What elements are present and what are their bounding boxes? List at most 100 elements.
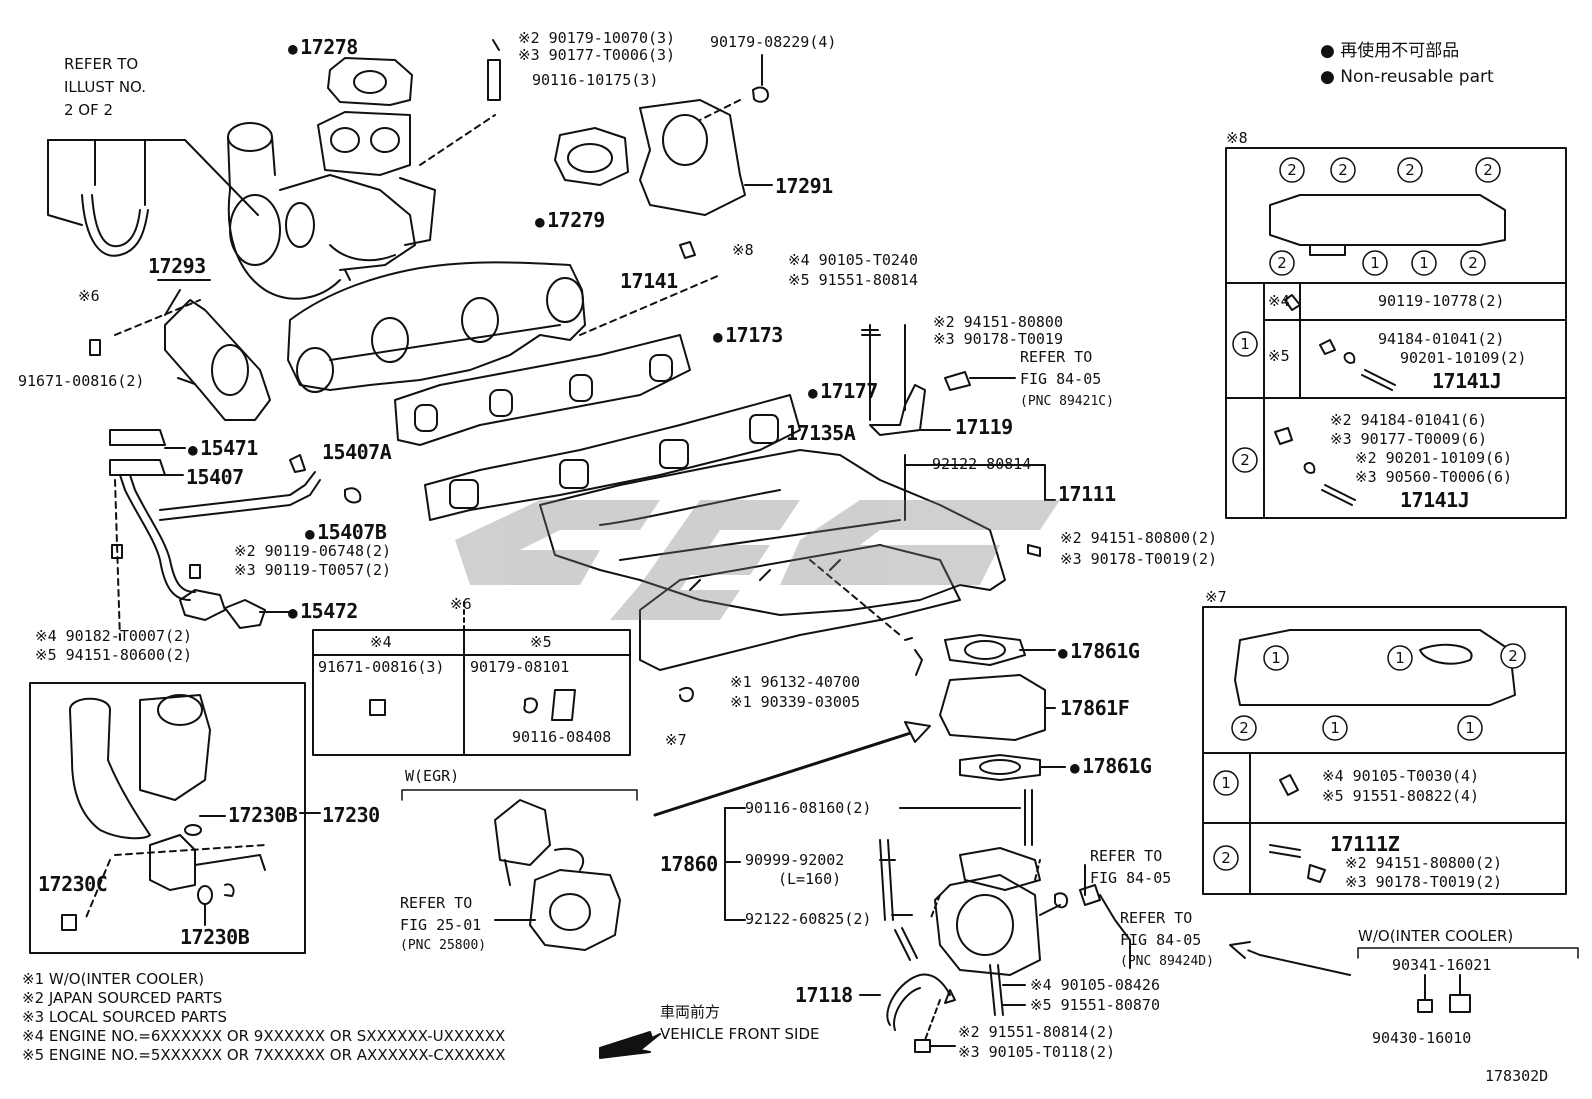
box8-sym4: ※4 xyxy=(1268,292,1290,310)
circle-num: 2 xyxy=(1508,647,1518,665)
part-90179-08229[interactable]: 90179-08229(4) xyxy=(710,33,837,51)
box8-90201-10109[interactable]: 90201-10109(2) xyxy=(1400,349,1527,367)
front-jp: 車両前方 xyxy=(660,1003,721,1021)
refer-84-05-a-3[interactable]: (PNC 89421C) xyxy=(1020,394,1114,409)
part-90105-T0118[interactable]: ※3 90105-T0118(2) xyxy=(958,1043,1116,1061)
intake-manifold-17111-shape xyxy=(539,449,1006,671)
part-90179-10070[interactable]: ※2 90179-10070(3) xyxy=(518,29,676,47)
part-17119[interactable]: 17119 xyxy=(955,415,1013,439)
figure-id: 178302D xyxy=(1485,1067,1549,1085)
part-17135A[interactable]: 17135A xyxy=(786,421,856,445)
part-91551-80814[interactable]: ※5 91551-80814 xyxy=(788,271,918,289)
part-96132-40700[interactable]: ※1 96132-40700 xyxy=(730,673,860,691)
part-15407B[interactable]: 15407B xyxy=(305,521,387,545)
circled-numbers xyxy=(1213,157,1526,871)
part-90119-06748[interactable]: ※2 90119-06748(2) xyxy=(234,542,392,560)
part-90116-08160[interactable]: 90116-08160(2) xyxy=(745,799,872,817)
part-91551-80814-2[interactable]: ※2 91551-80814(2) xyxy=(958,1023,1116,1041)
part-17230B-a[interactable]: 17230B xyxy=(228,803,298,827)
part-90179-08101[interactable]: 90179-08101 xyxy=(470,658,570,676)
part-17230C[interactable]: 17230C xyxy=(38,872,108,896)
part-90105-08426[interactable]: ※4 90105-08426 xyxy=(1030,976,1160,994)
part-17861G-a[interactable]: 17861G xyxy=(1058,640,1140,664)
part-17118[interactable]: 17118 xyxy=(795,983,853,1007)
box7-title: ※7 xyxy=(1205,588,1227,606)
part-17173[interactable]: 17173 xyxy=(713,324,783,348)
box8-90201-10109-6[interactable]: ※2 90201-10109(6) xyxy=(1355,449,1513,467)
box7-90178-T0019[interactable]: ※3 90178-T0019(2) xyxy=(1345,873,1503,891)
part-17177[interactable]: 17177 xyxy=(808,380,878,404)
box8-title: ※8 xyxy=(1226,129,1248,147)
part-17230[interactable]: 17230 xyxy=(322,803,380,827)
circle-num: 1 xyxy=(1240,335,1250,353)
circle-num: 1 xyxy=(1395,649,1405,667)
refer-25-01-1[interactable]: REFER TO xyxy=(400,894,473,912)
part-90116-10175[interactable]: 90116-10175(3) xyxy=(532,71,659,89)
part-15472[interactable]: 15472 xyxy=(288,600,358,624)
part-90177-T0006[interactable]: ※3 90177-T0006(3) xyxy=(518,46,676,64)
refer-25-01-2[interactable]: FIG 25-01 xyxy=(400,916,482,934)
part-90178-T0019-2[interactable]: ※3 90178-T0019(2) xyxy=(1060,550,1218,568)
bracket-17293-shape xyxy=(164,299,271,421)
part-91671-00816-2[interactable]: 91671-00816(2) xyxy=(18,372,145,390)
box8-90560-T0006-6[interactable]: ※3 90560-T0006(6) xyxy=(1355,468,1513,486)
refer-25-01-3[interactable]: (PNC 25800) xyxy=(400,938,487,953)
part-94151-80600[interactable]: ※5 94151-80600(2) xyxy=(35,646,193,664)
part-90116-08408[interactable]: 90116-08408 xyxy=(512,728,612,746)
part-15407[interactable]: 15407 xyxy=(186,465,244,489)
part-94151-80800[interactable]: ※2 94151-80800 xyxy=(933,313,1063,331)
box7-94151-80800[interactable]: ※2 94151-80800(2) xyxy=(1345,854,1503,872)
box7-91551-80822[interactable]: ※5 91551-80822(4) xyxy=(1322,787,1480,805)
box7-90105-T0030[interactable]: ※4 90105-T0030(4) xyxy=(1322,767,1480,785)
part-17141[interactable]: 17141 xyxy=(620,269,678,293)
part-17230B-b[interactable]: 17230B xyxy=(180,925,250,949)
box-17230 xyxy=(29,682,306,954)
part-17291[interactable]: 17291 xyxy=(775,174,833,198)
refer-84-05-a-2[interactable]: FIG 84-05 xyxy=(1020,370,1102,388)
part-92122-80814[interactable]: 92122-80814 xyxy=(932,455,1032,473)
part-17278[interactable]: 17278 xyxy=(288,36,358,60)
part-17279[interactable]: 17279 xyxy=(535,209,605,233)
part-15407A[interactable]: 15407A xyxy=(322,440,392,464)
refer-84-05-c-1[interactable]: REFER TO xyxy=(1120,909,1193,927)
box7-17111Z[interactable]: 17111Z xyxy=(1330,832,1400,856)
gasket-17278-shape xyxy=(327,57,413,106)
part-90178-T0019[interactable]: ※3 90178-T0019 xyxy=(933,330,1063,348)
part-17861G-b[interactable]: 17861G xyxy=(1070,755,1152,779)
circle-num: 2 xyxy=(1277,254,1287,272)
circle-num: 2 xyxy=(1405,161,1415,179)
refer-illust-1: REFER TO xyxy=(64,55,139,73)
part-15471[interactable]: 15471 xyxy=(188,437,258,461)
refer-84-05-a-1[interactable]: REFER TO xyxy=(1020,348,1093,366)
circle-num: 1 xyxy=(1330,719,1340,737)
refer-84-05-c-3[interactable]: (PNC 89424D) xyxy=(1120,954,1214,969)
box8-94184-01041[interactable]: 94184-01041(2) xyxy=(1378,330,1505,348)
part-91671-00816-3[interactable]: 91671-00816(3) xyxy=(318,658,445,676)
part-90119-T0057[interactable]: ※3 90119-T0057(2) xyxy=(234,561,392,579)
circle-num: 1 xyxy=(1221,774,1231,792)
part-17111[interactable]: 17111 xyxy=(1058,482,1116,506)
part-17861F[interactable]: 17861F xyxy=(1060,696,1130,720)
part-17860[interactable]: 17860 xyxy=(660,852,718,876)
refer-84-05-c-2[interactable]: FIG 84-05 xyxy=(1120,931,1202,949)
box-s7 xyxy=(1202,606,1567,895)
box8-90177-T0009-6[interactable]: ※3 90177-T0009(6) xyxy=(1330,430,1488,448)
part-90339-03005[interactable]: ※1 90339-03005 xyxy=(730,693,860,711)
part-94151-80800-2[interactable]: ※2 94151-80800(2) xyxy=(1060,529,1218,547)
intercooler-90341-16021[interactable]: 90341-16021 xyxy=(1392,956,1492,974)
part-90105-T0240[interactable]: ※4 90105-T0240 xyxy=(788,251,918,269)
box8-90119-10778[interactable]: 90119-10778(2) xyxy=(1378,292,1505,310)
box8-94184-01041-6[interactable]: ※2 94184-01041(6) xyxy=(1330,411,1488,429)
part-90999-92002[interactable]: 90999-92002 xyxy=(745,851,845,869)
box8-17141J-a[interactable]: 17141J xyxy=(1432,369,1502,393)
intercooler-90430-16010[interactable]: 90430-16010 xyxy=(1372,1029,1472,1047)
legend-jp-text: 再使用不可部品 xyxy=(1340,41,1460,61)
refer-84-05-b-1[interactable]: REFER TO xyxy=(1090,847,1163,865)
part-91551-80870[interactable]: ※5 91551-80870 xyxy=(1030,996,1160,1014)
part-90182-T0007[interactable]: ※4 90182-T0007(2) xyxy=(35,627,193,645)
refer-84-05-b-2[interactable]: FIG 84-05 xyxy=(1090,869,1172,887)
part-17293[interactable]: 17293 xyxy=(148,254,206,278)
egr-valve-shape xyxy=(494,799,621,951)
part-92122-60825[interactable]: 92122-60825(2) xyxy=(745,910,872,928)
box8-17141J-b[interactable]: 17141J xyxy=(1400,488,1470,512)
